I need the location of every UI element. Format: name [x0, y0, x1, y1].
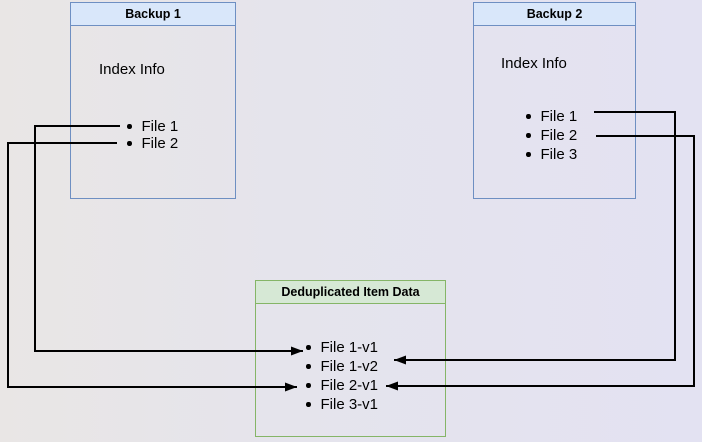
backup2-box: Backup 2 Index Info File 1 File 2 File 3 — [473, 2, 636, 199]
dedup-file-list: File 1-v1 File 1-v2 File 2-v1 File 3-v1 — [306, 338, 378, 414]
list-item: File 3 — [526, 145, 577, 164]
list-item: File 1-v2 — [306, 357, 378, 376]
list-item: File 2 — [127, 135, 178, 152]
file-label: File 1-v1 — [320, 339, 379, 356]
backup2-index-info-label: Index Info — [501, 55, 567, 72]
bullet-icon — [306, 402, 311, 407]
bullet-icon — [127, 141, 132, 146]
backup1-file-list: File 1 File 2 — [127, 118, 178, 152]
list-item: File 1-v1 — [306, 338, 378, 357]
bullet-icon — [526, 133, 531, 138]
file-label: File 1 — [540, 108, 578, 125]
backup2-title: Backup 2 — [474, 3, 635, 26]
list-item: File 2 — [526, 126, 577, 145]
file-label: File 1-v2 — [320, 358, 379, 375]
backup1-index-info-label: Index Info — [99, 61, 165, 78]
file-label: File 2-v1 — [320, 377, 379, 394]
bullet-icon — [526, 152, 531, 157]
bullet-icon — [306, 383, 311, 388]
file-label: File 3 — [540, 146, 578, 163]
dedup-box: Deduplicated Item Data File 1-v1 File 1-… — [255, 280, 446, 437]
bullet-icon — [526, 114, 531, 119]
bullet-icon — [306, 364, 311, 369]
list-item: File 1 — [127, 118, 178, 135]
bullet-icon — [127, 124, 132, 129]
bullet-icon — [306, 345, 311, 350]
file-label: File 2 — [141, 135, 179, 152]
backup2-file-list: File 1 File 2 File 3 — [526, 107, 577, 164]
backup1-title: Backup 1 — [71, 3, 235, 26]
file-label: File 2 — [540, 127, 578, 144]
backup1-box: Backup 1 Index Info File 1 File 2 — [70, 2, 236, 199]
dedup-title: Deduplicated Item Data — [256, 281, 445, 304]
file-label: File 1 — [141, 118, 179, 135]
list-item: File 3-v1 — [306, 395, 378, 414]
list-item: File 1 — [526, 107, 577, 126]
file-label: File 3-v1 — [320, 396, 379, 413]
list-item: File 2-v1 — [306, 376, 378, 395]
